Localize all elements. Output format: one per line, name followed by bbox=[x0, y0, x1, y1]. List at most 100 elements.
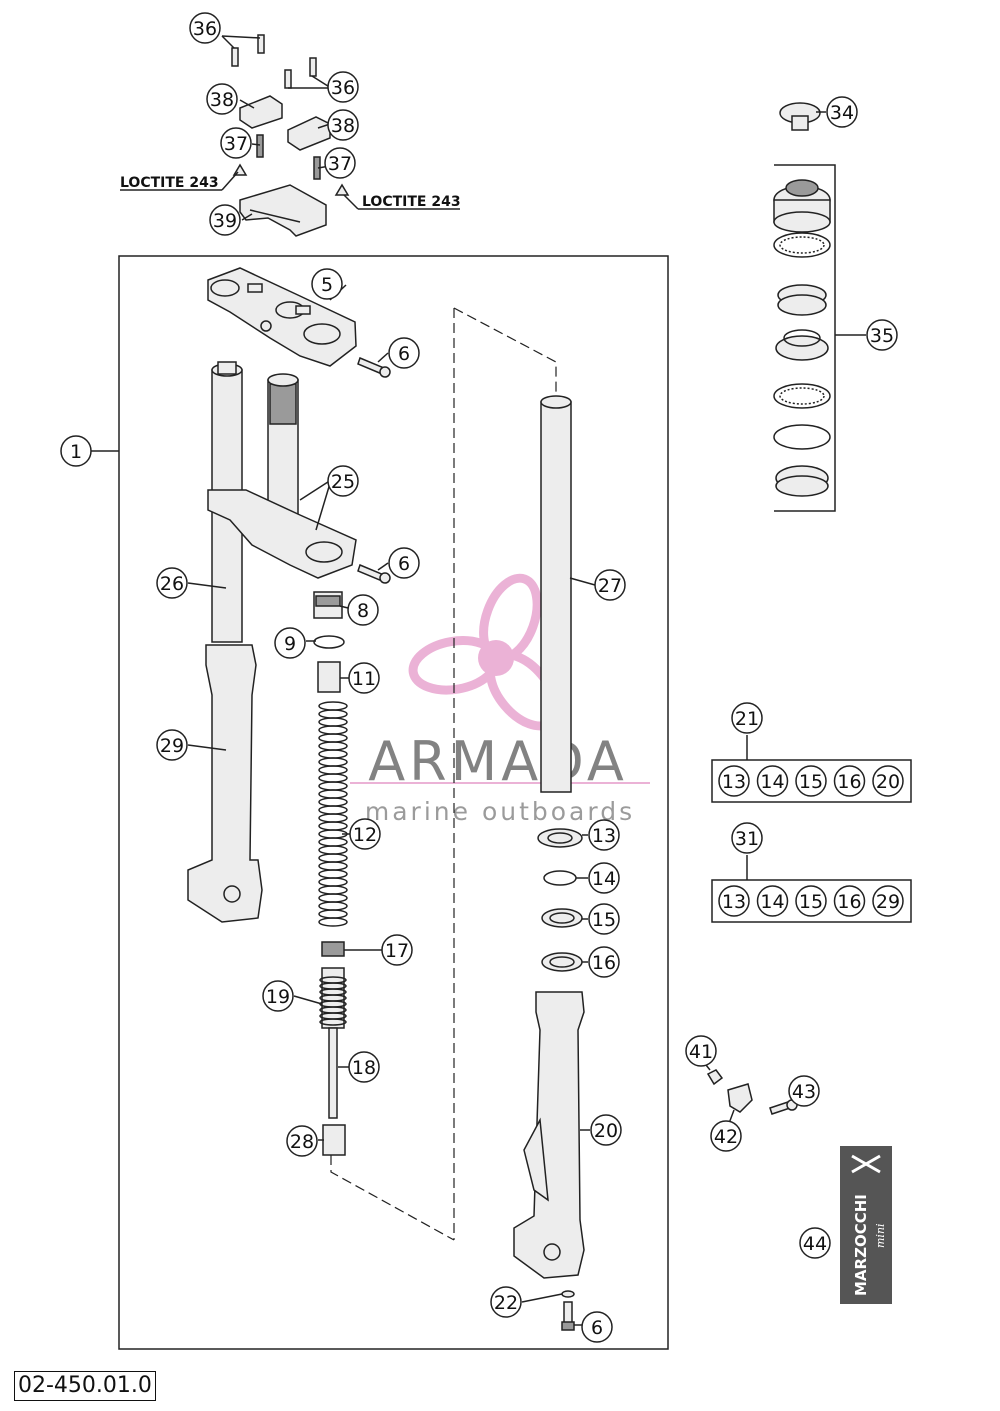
callout-c29: 29 bbox=[156, 729, 188, 761]
callout-c22: 22 bbox=[490, 1286, 522, 1318]
callout-label: 8 bbox=[357, 600, 369, 622]
callout-leaders bbox=[187, 352, 596, 1326]
callout-label: 21 bbox=[735, 708, 759, 730]
callout-c36a: 36 bbox=[189, 12, 221, 44]
callout-c39: 39 bbox=[209, 204, 241, 236]
callout-label: 38 bbox=[210, 89, 234, 111]
kit-21-item: 16 bbox=[833, 765, 866, 797]
callout-c8: 8 bbox=[347, 594, 379, 626]
callout-label: 9 bbox=[284, 633, 296, 655]
loctite-note-right: LOCTITE 243 bbox=[362, 194, 461, 210]
svg-text:13: 13 bbox=[722, 891, 746, 913]
callout-label: 26 bbox=[160, 573, 184, 595]
callout-c25: 25 bbox=[327, 465, 359, 497]
steering-bearing-set bbox=[773, 102, 866, 512]
kit-21-item: 13 bbox=[718, 765, 750, 797]
steering-stem-lower-clamp bbox=[207, 373, 357, 579]
callout-label: 43 bbox=[792, 1081, 816, 1103]
callout-c15: 15 bbox=[588, 903, 620, 935]
callout-c21: 21 bbox=[731, 702, 763, 734]
kit-21-item: 20 bbox=[872, 765, 904, 797]
callout-c20: 20 bbox=[590, 1114, 622, 1146]
callout-layer: 3636383837373956125626891129121719182827… bbox=[60, 12, 904, 1343]
callout-c41: 41 bbox=[685, 1035, 717, 1067]
callout-label: 14 bbox=[592, 868, 616, 890]
svg-text:14: 14 bbox=[760, 771, 784, 793]
handlebar-clamp-parts bbox=[120, 34, 460, 237]
drawing-number: 02-450.01.0 bbox=[14, 1371, 156, 1401]
callout-c18: 18 bbox=[348, 1051, 380, 1083]
callout-c36b: 36 bbox=[327, 71, 359, 103]
callout-c17: 17 bbox=[381, 934, 413, 966]
callout-c13: 13 bbox=[588, 819, 620, 851]
callout-c28: 28 bbox=[286, 1125, 318, 1157]
fork-assembly-frame bbox=[118, 255, 669, 1350]
callout-label: 11 bbox=[352, 668, 376, 690]
callout-c6a: 6 bbox=[388, 337, 420, 369]
svg-text:16: 16 bbox=[837, 891, 861, 913]
callout-c38b: 38 bbox=[327, 109, 359, 141]
callout-label: 17 bbox=[385, 940, 409, 962]
callout-c6b: 6 bbox=[388, 547, 420, 579]
axle-clamp-parts bbox=[701, 1059, 798, 1127]
callout-c26: 26 bbox=[156, 567, 188, 599]
kit-21-frame bbox=[711, 759, 912, 803]
callout-label: 28 bbox=[290, 1131, 314, 1153]
callout-label: 36 bbox=[193, 18, 217, 40]
callout-c11: 11 bbox=[348, 662, 380, 694]
right-fork-leg bbox=[453, 307, 585, 1331]
pinch-bolt-lower bbox=[357, 563, 391, 584]
callout-label: 15 bbox=[592, 909, 616, 931]
callout-label: 29 bbox=[160, 735, 184, 757]
upper-triple-clamp bbox=[207, 267, 357, 367]
svg-text:15: 15 bbox=[799, 891, 823, 913]
callout-c44: 44 bbox=[799, 1227, 831, 1259]
kit-31-item: 13 bbox=[718, 885, 750, 917]
kit-21-item: 14 bbox=[756, 765, 789, 797]
callout-c16: 16 bbox=[588, 946, 620, 978]
left-fork-leg bbox=[187, 361, 263, 923]
marzocchi-logo-sub: mini bbox=[874, 1223, 887, 1248]
callout-c5: 5 bbox=[311, 268, 343, 300]
callout-label: 39 bbox=[213, 210, 237, 232]
callout-label: 6 bbox=[398, 553, 410, 575]
callout-label: 34 bbox=[830, 102, 854, 124]
callout-label: 18 bbox=[352, 1057, 376, 1079]
callout-label: 6 bbox=[591, 1317, 603, 1339]
kit-31-item: 15 bbox=[795, 885, 827, 917]
svg-text:15: 15 bbox=[799, 771, 823, 793]
callout-c1: 1 bbox=[60, 435, 92, 467]
svg-text:13: 13 bbox=[722, 771, 746, 793]
watermark-subtitle: marine outboards bbox=[365, 797, 635, 826]
callout-label: 19 bbox=[266, 986, 290, 1008]
svg-text:14: 14 bbox=[760, 891, 784, 913]
callout-c6c: 6 bbox=[581, 1311, 613, 1343]
kit-31-item: 29 bbox=[872, 885, 904, 917]
callout-c34: 34 bbox=[826, 96, 858, 128]
callout-label: 42 bbox=[714, 1126, 738, 1148]
callout-label: 5 bbox=[321, 274, 333, 296]
callout-label: 36 bbox=[331, 77, 355, 99]
kit-31-item: 14 bbox=[756, 885, 789, 917]
svg-text:16: 16 bbox=[837, 771, 861, 793]
callout-label: 41 bbox=[689, 1041, 713, 1063]
callout-label: 31 bbox=[735, 828, 759, 850]
marzocchi-logo: MARZOCCHI mini bbox=[840, 1146, 892, 1304]
svg-text:29: 29 bbox=[876, 891, 900, 913]
callout-label: 6 bbox=[398, 343, 410, 365]
callout-label: 37 bbox=[328, 153, 352, 175]
callout-label: 38 bbox=[331, 115, 355, 137]
callout-label: 12 bbox=[353, 824, 377, 846]
callout-label: 35 bbox=[870, 325, 894, 347]
callout-label: 1 bbox=[70, 441, 82, 463]
callout-label: 37 bbox=[224, 133, 248, 155]
callout-label: 13 bbox=[592, 825, 616, 847]
callout-c31: 31 bbox=[731, 822, 763, 854]
svg-text:20: 20 bbox=[876, 771, 900, 793]
callout-c42: 42 bbox=[710, 1120, 742, 1152]
pinch-bolt-upper bbox=[357, 356, 391, 378]
kit-31-frame bbox=[711, 879, 912, 923]
callout-label: 25 bbox=[331, 471, 355, 493]
marzocchi-logo-text: MARZOCCHI bbox=[852, 1194, 870, 1296]
